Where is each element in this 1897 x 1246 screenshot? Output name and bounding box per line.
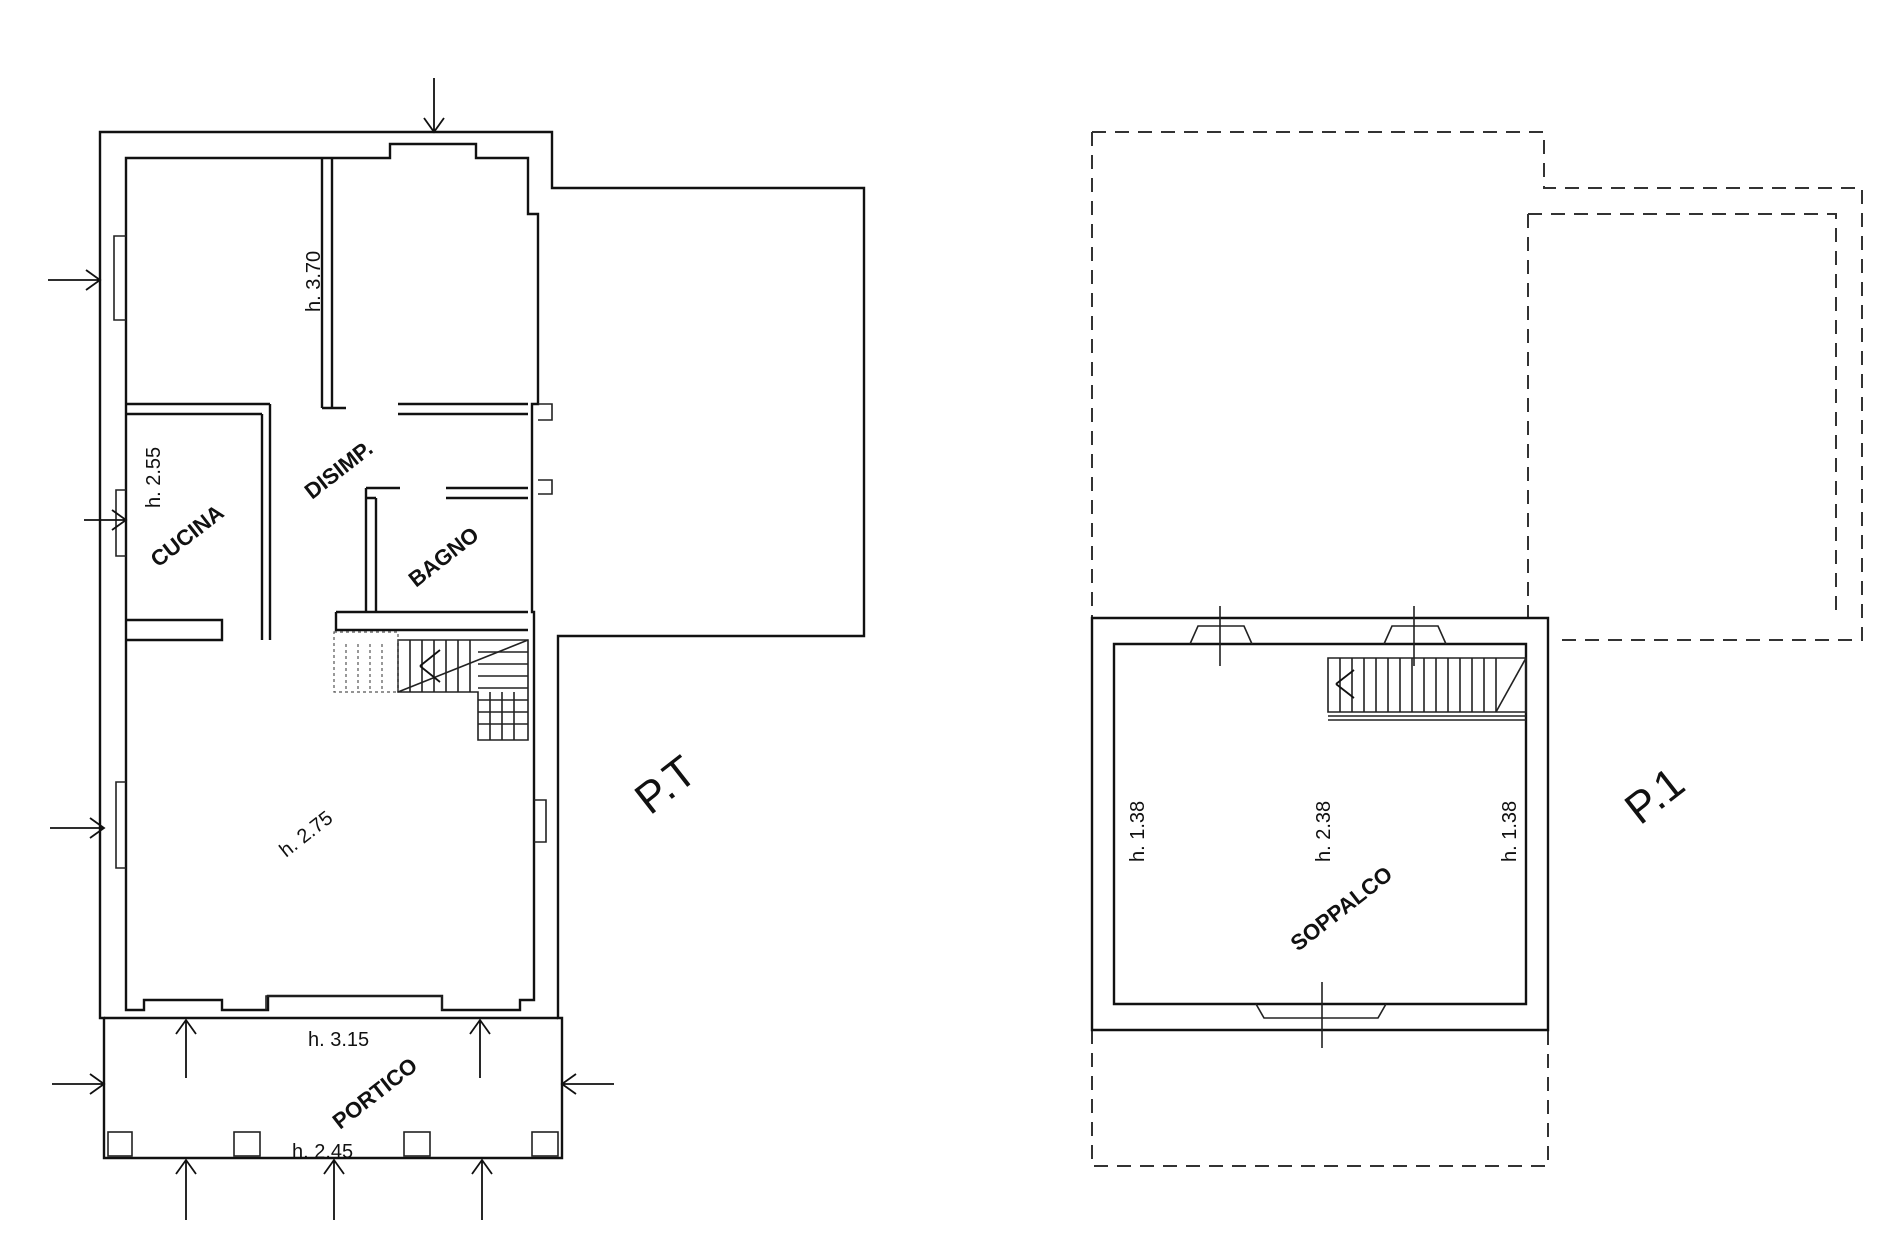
soppalco-outer-wall [1090,616,1550,1032]
room-label-portico: PORTICO [328,1053,422,1134]
entry-arrow-left [48,269,102,291]
right-wall-window [534,799,547,843]
soppalco-window [1189,625,1253,645]
soppalco-window [1255,1003,1387,1019]
ground-entry-arrows [48,78,614,1220]
partition-bagno-left [364,488,378,612]
height-label: h. 2.75 [276,807,338,862]
height-label: h. 2.55 [143,447,165,508]
partition-cucina-bottom [126,618,224,642]
portico-pillar [403,1131,431,1157]
right-wall-door-jamb [538,479,553,495]
portico-pillar [233,1131,261,1157]
ground-bottom-window-reveal [265,995,443,1010]
height-label: h. 3.15 [308,1029,369,1051]
right-wall-door-jamb [538,403,553,421]
portico-pillar [531,1131,559,1157]
soppalco-inner-wall [1112,642,1528,1006]
height-label: h. 1.38 [1127,801,1149,862]
entry-arrow-left [52,1073,106,1095]
ground-floor-inner-wall [124,142,540,1012]
partition-disimp-top [398,402,528,416]
height-label: h. 1.38 [1499,801,1521,862]
partition-bagno-top [366,486,528,500]
height-label: h. 2.38 [1313,801,1335,862]
room-label-soppalco: SOPPALCO [1286,861,1397,956]
projection-outline [1092,131,1863,641]
entry-arrow-top [423,78,445,134]
ground-floor-plan: h. 3.70 h. 2.55 CUCINA DISIMP. BAGNO h. … [48,78,866,1220]
ground-left-window-reveal [115,781,126,869]
entry-arrow-up [469,1018,491,1078]
room-label-cucina: CUCINA [146,500,229,572]
entry-arrow-up [175,1018,197,1078]
floor-label-first: P.1 [1616,758,1694,834]
first-floor-plan: h. 1.38 h. 2.38 h. 1.38 SOPPALCO P.1 [1090,131,1863,1167]
partition-cucina-top [126,402,272,640]
entry-arrow-left [84,509,128,531]
ground-left-window-reveal [115,489,126,557]
projection-outline [1091,1030,1549,1167]
entry-arrow-bottom [471,1158,493,1220]
soppalco-window [1383,625,1447,645]
entry-arrow-right [560,1073,614,1095]
floor-label-ground: P.T [626,747,706,824]
partition-bagno-bottom [334,610,528,632]
partition-vertical-main [320,158,346,410]
entry-arrow-bottom [323,1158,345,1220]
room-label-bagno: BAGNO [404,522,484,592]
first-floor-staircase [1327,657,1527,721]
ground-left-window-reveal [113,235,126,321]
ground-floor-outer-wall [98,130,866,1160]
portico-pillar [107,1131,133,1157]
entry-arrow-bottom [175,1158,197,1220]
ground-staircase [333,631,529,741]
height-label: h. 2.45 [292,1141,353,1163]
projection-outline [1528,213,1837,616]
height-label: h. 3.70 [303,251,325,312]
entry-arrow-left [50,817,106,839]
